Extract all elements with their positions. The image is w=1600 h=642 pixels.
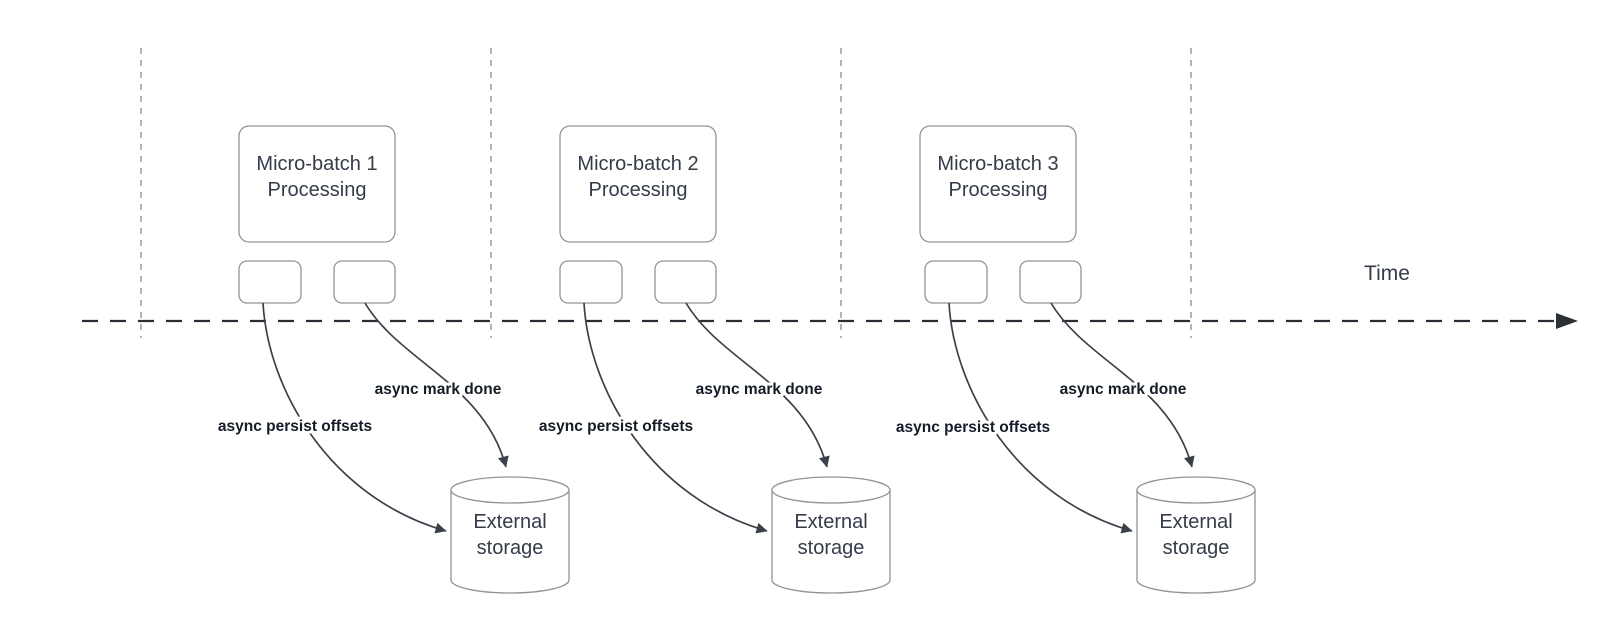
batch-2-group: Micro-batch 2 Processing External storag…: [536, 125, 891, 594]
storage-label-line2: storage: [1163, 537, 1230, 559]
batch-interval-guides: [140, 48, 1192, 338]
offset-task-box-right: [654, 260, 717, 304]
micro-batch-title-line2: Processing: [589, 179, 688, 201]
storage-label-line1: External: [473, 511, 546, 533]
micro-batch-processing-box: [559, 125, 717, 243]
micro-batch-title-line1: Micro-batch 1: [256, 153, 377, 175]
micro-batch-title-line1: Micro-batch 2: [577, 153, 698, 175]
async-persist-offsets-arrow: [948, 302, 1133, 534]
async-mark-done-label: async mark done: [1060, 381, 1187, 398]
batch-1-group: Micro-batch 1 Processing External storag…: [215, 125, 570, 594]
async-persist-offsets-label: async persist offsets: [218, 418, 372, 435]
storage-label-line1: External: [794, 511, 867, 533]
storage-label-line1: External: [1159, 511, 1232, 533]
offset-task-box-left: [559, 260, 623, 304]
storage-label-line2: storage: [798, 537, 865, 559]
storage-label-line2: storage: [477, 537, 544, 559]
external-storage-cylinder: External storage: [450, 476, 570, 594]
async-persist-offsets-arrow: [262, 302, 447, 534]
async-persist-offsets-label: async persist offsets: [896, 419, 1050, 436]
offset-task-box-left: [238, 260, 302, 304]
async-mark-done-arrow: [364, 302, 509, 468]
micro-batch-title-line1: Micro-batch 3: [937, 153, 1058, 175]
micro-batch-title-line2: Processing: [949, 179, 1048, 201]
async-mark-done-arrow: [1050, 302, 1195, 468]
time-axis-label: Time: [1364, 262, 1410, 285]
cylinder-top: [1136, 476, 1256, 504]
offset-task-box-left: [924, 260, 988, 304]
async-persist-offsets-arrow: [583, 302, 768, 534]
async-mark-done-label: async mark done: [696, 381, 823, 398]
time-axis: Time: [82, 262, 1578, 329]
micro-batch-processing-box: [238, 125, 396, 243]
micro-batch-title-line2: Processing: [268, 179, 367, 201]
external-storage-cylinder: External storage: [771, 476, 891, 594]
offset-task-box-right: [333, 260, 396, 304]
cylinder-top: [771, 476, 891, 504]
cylinder-top: [450, 476, 570, 504]
time-axis-arrowhead-icon: [1556, 313, 1578, 329]
cylinder-body: [450, 490, 570, 594]
batch-3-group: Micro-batch 3 Processing External storag…: [893, 125, 1256, 594]
micro-batch-processing-box: [919, 125, 1077, 243]
cylinder-body: [1136, 490, 1256, 594]
cylinder-body: [771, 490, 891, 594]
async-mark-done-label: async mark done: [375, 381, 502, 398]
async-persist-offsets-label: async persist offsets: [539, 418, 693, 435]
external-storage-cylinder: External storage: [1136, 476, 1256, 594]
offset-task-box-right: [1019, 260, 1082, 304]
async-mark-done-arrow: [685, 302, 830, 468]
